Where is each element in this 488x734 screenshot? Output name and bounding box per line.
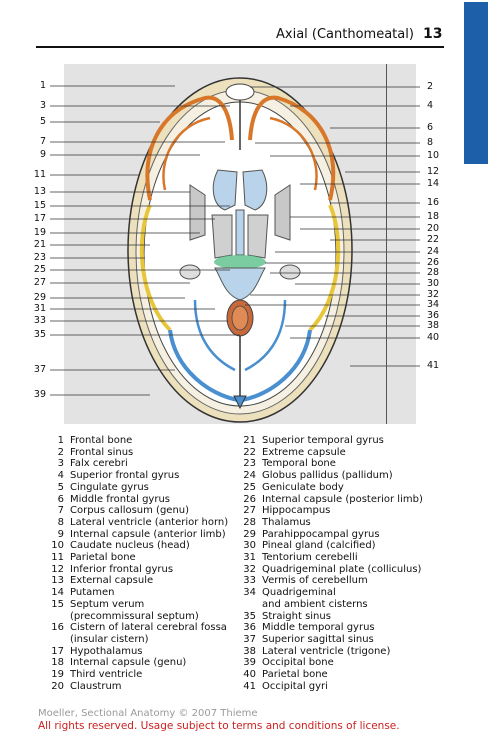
figure-label: 22 bbox=[427, 234, 440, 245]
figure-label: 20 bbox=[427, 223, 440, 234]
figure-label: 30 bbox=[427, 278, 440, 289]
figure-label: 14 bbox=[427, 178, 440, 189]
page-number: 13 bbox=[423, 26, 443, 42]
figure-label: 17 bbox=[33, 213, 46, 224]
figure-label: 8 bbox=[427, 137, 434, 148]
figure-label: 5 bbox=[39, 116, 46, 127]
figure-label: 33 bbox=[33, 315, 46, 326]
figure-label: 32 bbox=[427, 289, 440, 300]
figure-label: 26 bbox=[427, 257, 440, 268]
figure-label: 16 bbox=[427, 197, 440, 208]
figure-label: 2 bbox=[427, 81, 434, 92]
figure-label: 1 bbox=[39, 80, 46, 91]
figure-label: 7 bbox=[39, 136, 46, 147]
license-notice: All rights reserved. Usage subject to te… bbox=[38, 720, 400, 732]
figure-label: 19 bbox=[33, 227, 46, 238]
figure-label: 31 bbox=[33, 303, 46, 314]
figure-label: 15 bbox=[33, 200, 46, 211]
header-rule bbox=[36, 46, 444, 48]
figure-label: 35 bbox=[33, 329, 46, 340]
figure-label: 6 bbox=[427, 122, 434, 133]
figure-label: 25 bbox=[33, 264, 46, 275]
figure-label: 27 bbox=[33, 277, 46, 288]
figure-label: 38 bbox=[427, 320, 440, 331]
legend-item-continuation: (precommissural septum) bbox=[70, 610, 199, 622]
figure-label: 36 bbox=[427, 310, 440, 321]
legend-item-continuation: and ambient cisterns bbox=[262, 598, 368, 610]
figure-label: 29 bbox=[33, 292, 46, 303]
figure-label: 37 bbox=[33, 364, 46, 375]
figure-label: 11 bbox=[33, 169, 46, 180]
figure-label: 12 bbox=[427, 166, 440, 177]
figure-label: 40 bbox=[427, 332, 440, 343]
figure-label: 10 bbox=[427, 150, 440, 161]
figure-label: 21 bbox=[33, 239, 46, 250]
figure-label: 9 bbox=[39, 149, 46, 160]
legend-item-continuation: (insular cistern) bbox=[70, 633, 149, 645]
figure-label: 24 bbox=[427, 246, 440, 257]
page-header-title: Axial (Canthomeatal) bbox=[276, 27, 414, 42]
copyright-credit: Moeller, Sectional Anatomy © 2007 Thieme bbox=[38, 708, 258, 719]
figure-label: 3 bbox=[39, 100, 46, 111]
figure-label: 41 bbox=[427, 360, 440, 371]
figure-divider bbox=[386, 64, 387, 424]
figure-label: 39 bbox=[33, 389, 46, 400]
figure-label: 18 bbox=[427, 211, 440, 222]
figure-label: 13 bbox=[33, 186, 46, 197]
figure-label: 28 bbox=[427, 267, 440, 278]
figure-label: 23 bbox=[33, 252, 46, 263]
chapter-tab bbox=[464, 2, 488, 164]
figure-label: 4 bbox=[427, 100, 434, 111]
figure-label: 34 bbox=[427, 299, 440, 310]
